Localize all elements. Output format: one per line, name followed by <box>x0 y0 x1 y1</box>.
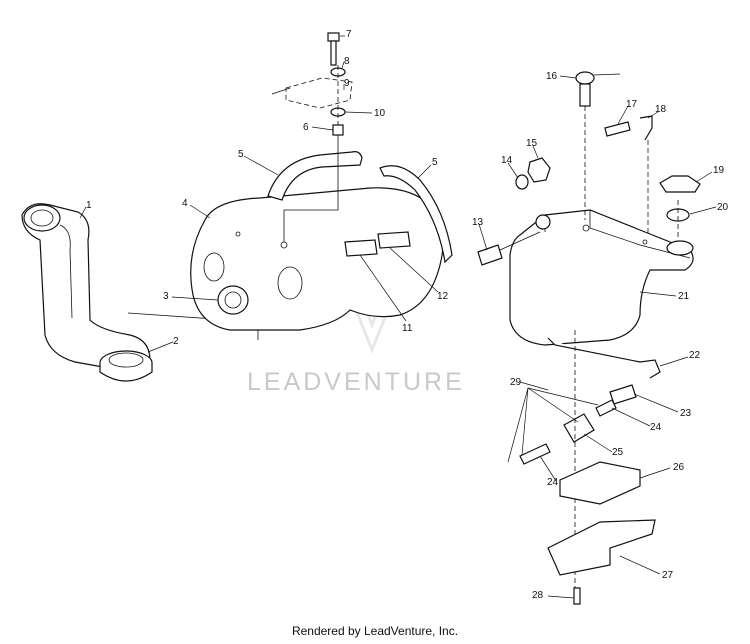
callout-8: 8 <box>344 56 350 67</box>
callout-3: 3 <box>163 291 169 302</box>
watermark-text: LEADVENTURE <box>247 368 465 396</box>
part-13-bolt <box>477 231 541 266</box>
part-15-nut <box>527 157 551 183</box>
callout-22: 22 <box>689 350 701 361</box>
part-6-fitting <box>332 124 344 136</box>
part-26-tray <box>559 461 641 505</box>
part-22-elbow <box>547 337 661 379</box>
callout-5a: 5 <box>238 149 244 160</box>
part-24-hose-b <box>519 443 551 465</box>
callout-20: 20 <box>717 202 729 213</box>
callout-24b: 24 <box>547 477 559 488</box>
part-5-hoses <box>267 151 453 264</box>
part-9-bracket <box>271 77 353 109</box>
callout-5b: 5 <box>432 157 438 168</box>
callout-7: 7 <box>346 29 352 40</box>
callout-4: 4 <box>182 198 188 209</box>
part-2-grommet <box>99 350 153 382</box>
callout-24a: 24 <box>650 422 662 433</box>
part-19-cap <box>659 175 701 193</box>
footer-credit: Rendered by LeadVenture, Inc. <box>291 624 459 638</box>
part-24-hose-a <box>595 399 617 417</box>
part-21-oil-reservoir <box>509 209 694 346</box>
part-28-bolt <box>573 587 581 605</box>
callout-19: 19 <box>713 165 725 176</box>
leader-lines <box>79 35 717 599</box>
part-23-fitting <box>609 384 637 405</box>
callout-6: 6 <box>303 122 309 133</box>
part-17-cable <box>604 121 631 137</box>
part-27-bracket <box>547 519 656 576</box>
callout-25: 25 <box>612 447 624 458</box>
callout-1: 1 <box>86 200 92 211</box>
callout-14: 14 <box>501 155 513 166</box>
callout-12: 12 <box>437 291 449 302</box>
callout-9: 9 <box>344 78 350 89</box>
part-14-washer <box>515 174 529 190</box>
callout-13: 13 <box>472 217 484 228</box>
callout-labels: 1 2 3 4 5 5 6 7 8 9 10 11 12 13 14 15 16… <box>86 29 729 601</box>
callout-21: 21 <box>678 291 690 302</box>
callout-15: 15 <box>526 138 538 149</box>
part-1-filler-neck <box>21 203 151 372</box>
part-16-sensor <box>575 71 621 220</box>
callout-23: 23 <box>680 408 692 419</box>
assembly-line-vent-2 <box>283 135 339 242</box>
callout-26: 26 <box>673 462 685 473</box>
part-4-oil-tank <box>190 187 444 331</box>
part-18-fitting <box>639 115 653 235</box>
callout-18: 18 <box>655 104 667 115</box>
callout-28: 28 <box>532 590 544 601</box>
callout-10: 10 <box>374 108 386 119</box>
callout-29: 29 <box>510 377 522 388</box>
callout-27: 27 <box>662 570 674 581</box>
part-25-filter <box>563 413 595 443</box>
callout-11: 11 <box>402 323 413 334</box>
callout-16: 16 <box>546 71 558 82</box>
part-3-fitting <box>217 285 249 315</box>
callout-17: 17 <box>626 99 638 110</box>
part-7-bolt <box>327 32 340 66</box>
callout-2: 2 <box>173 336 179 347</box>
